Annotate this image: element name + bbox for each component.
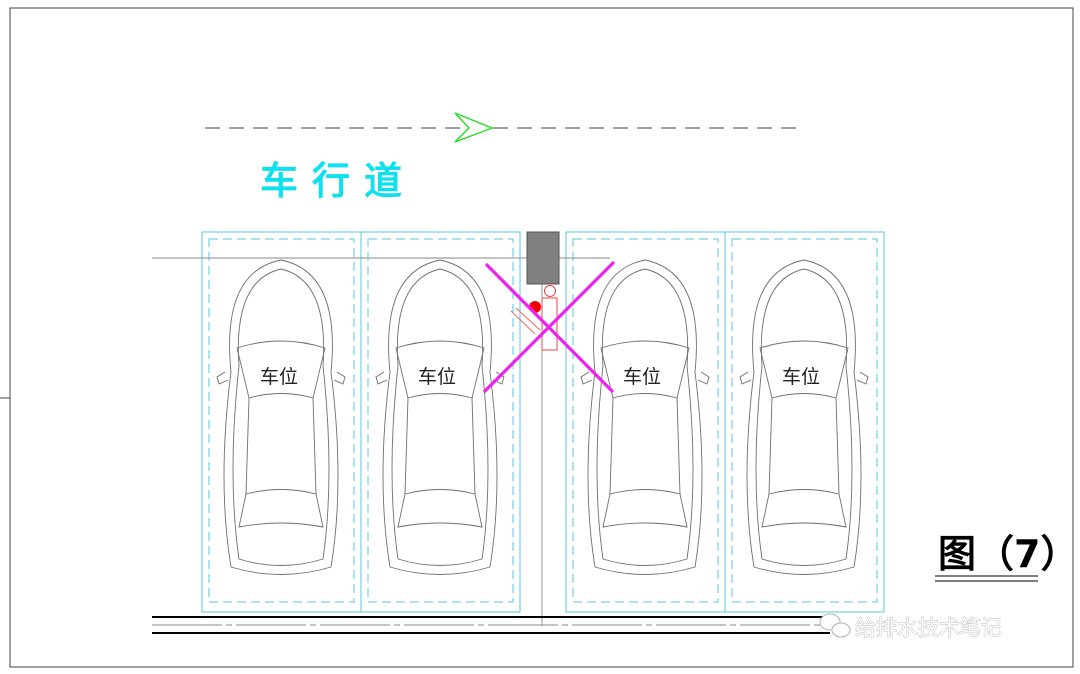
parking-bays: [201, 231, 885, 613]
watermark-text: 给排水技术笔记: [855, 616, 1002, 640]
spot-label-1: 车位: [260, 366, 298, 388]
spot-label-4: 车位: [782, 366, 820, 388]
bay-outline-2: [360, 231, 521, 613]
cross-mark-icon: [482, 260, 616, 394]
equipment-box: [526, 231, 560, 285]
lane-label: 车行道: [260, 159, 416, 203]
car-outline-1: [216, 259, 346, 575]
bay-inner-2: [367, 238, 514, 603]
wechat-icon: [819, 613, 851, 638]
spot-label-2: 车位: [418, 366, 456, 388]
hydrant-cabinet: [541, 297, 558, 351]
direction-arrow-icon: [454, 112, 494, 143]
bay-inner-4: [731, 238, 878, 603]
spot-label-3: 车位: [623, 366, 661, 388]
bay-inner-1: [208, 238, 355, 603]
figure-label: 图（7）: [938, 532, 1078, 576]
drawing-frame: [9, 7, 1074, 668]
car-outline-2: [375, 259, 505, 575]
bay-outline-4: [724, 231, 885, 613]
valve-icon: [544, 285, 556, 297]
car-outline-3: [580, 259, 710, 575]
bay-inner-3: [572, 238, 719, 603]
car-outline-4: [739, 259, 869, 575]
hose-line: [510, 307, 541, 335]
